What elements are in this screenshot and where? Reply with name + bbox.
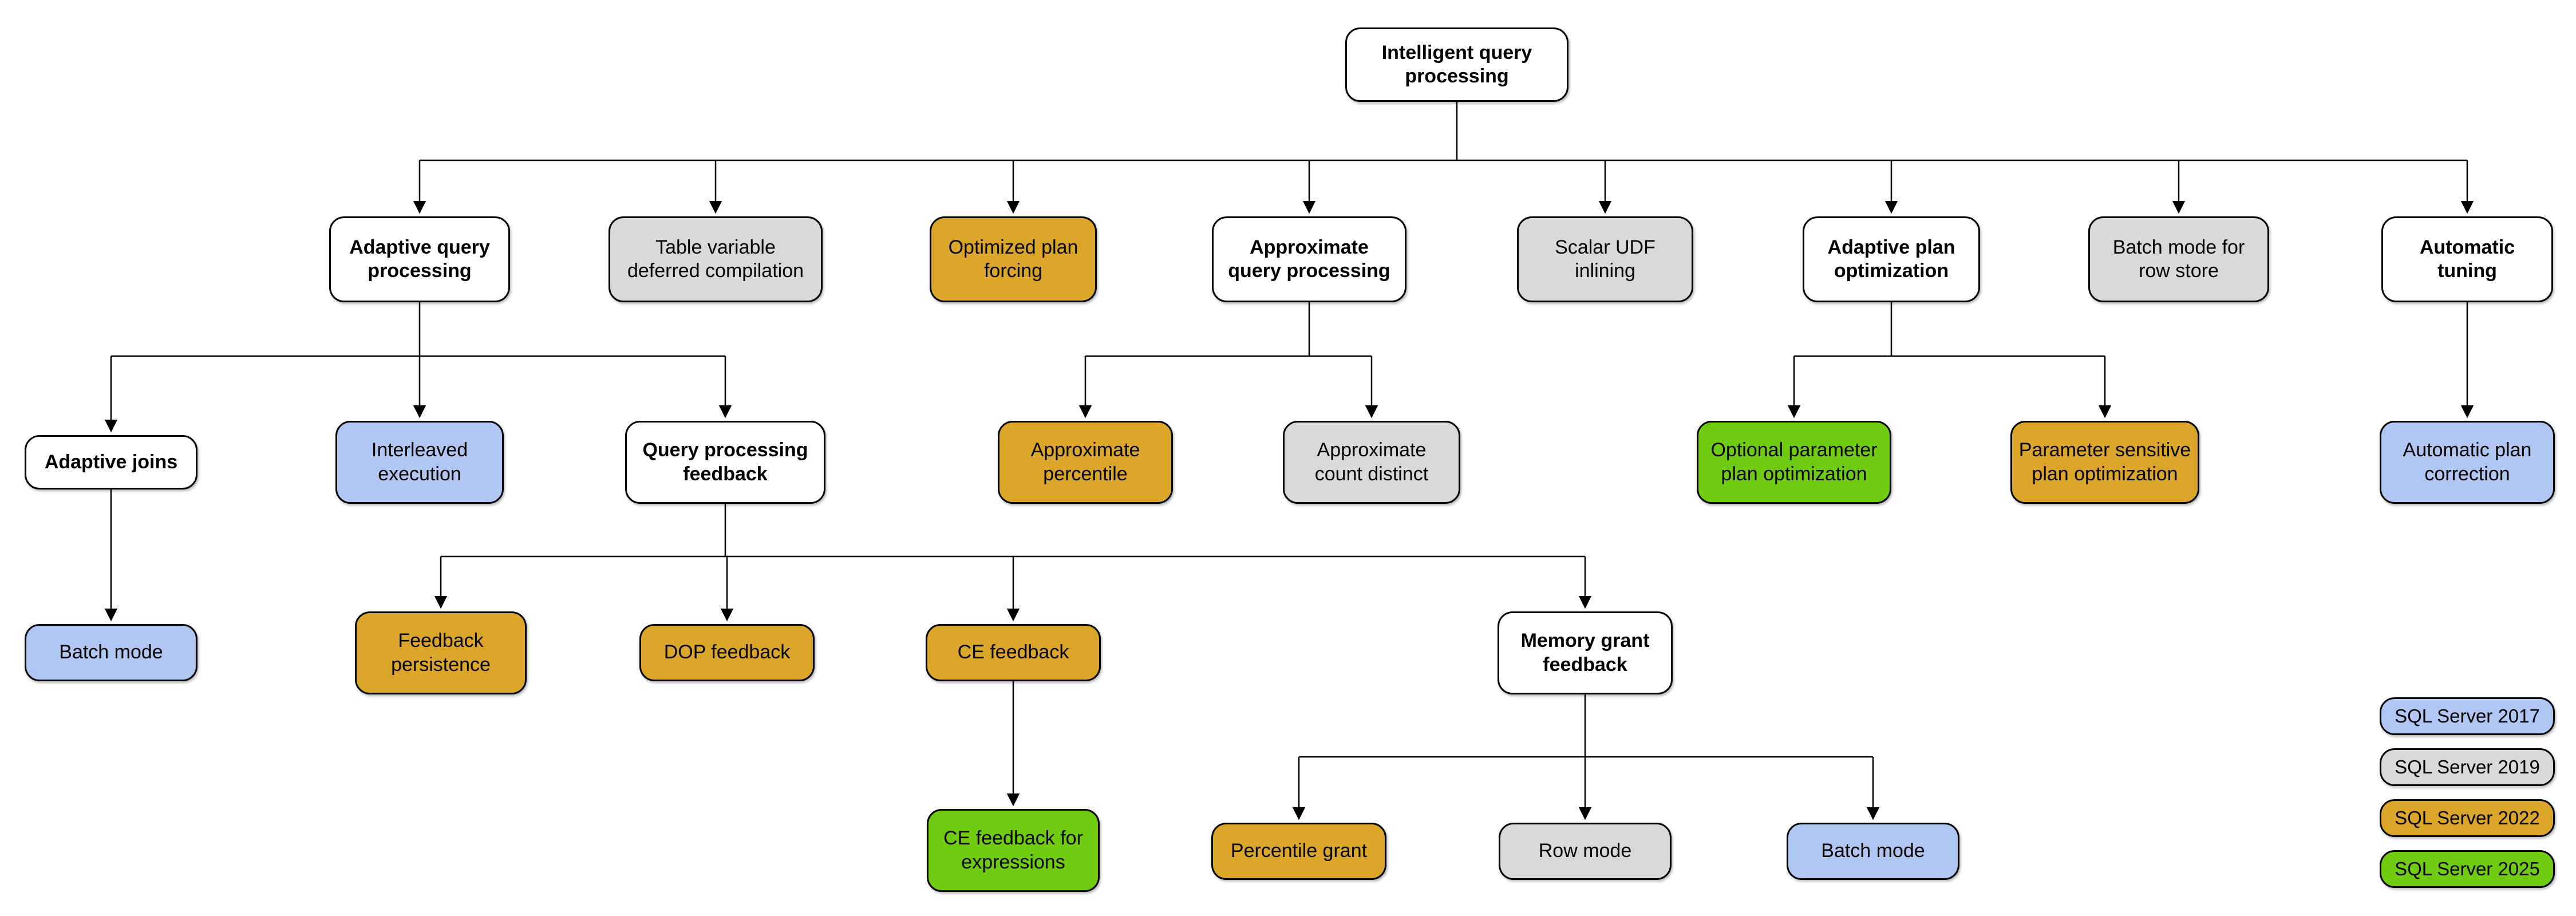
node-adaptive-joins: Adaptive joins bbox=[25, 435, 197, 489]
node-dop-feedback: DOP feedback bbox=[639, 624, 815, 681]
node-batch-mode-for-row-store: Batch mode for row store bbox=[2088, 216, 2269, 302]
node-optional-parameter-plan-optimization: Optional parameter plan optimization bbox=[1697, 421, 1891, 504]
node-ce-feedback-for-expressions: CE feedback for expressions bbox=[927, 809, 1100, 892]
node-memory-grant-feedback: Memory grant feedback bbox=[1498, 611, 1673, 694]
node-automatic-tuning: Automatic tuning bbox=[2381, 216, 2553, 302]
node-approximate-percentile: Approximate percentile bbox=[998, 421, 1173, 504]
node-scalar-udf-inlining: Scalar UDF inlining bbox=[1517, 216, 1693, 302]
legend-sql-server-2022: SQL Server 2022 bbox=[2380, 799, 2555, 837]
node-batch-mode-adaptive-joins: Batch mode bbox=[25, 624, 197, 681]
node-optimized-plan-forcing: Optimized plan forcing bbox=[930, 216, 1097, 302]
node-feedback-persistence: Feedback persistence bbox=[355, 611, 527, 694]
node-approximate-count-distinct: Approximate count distinct bbox=[1283, 421, 1460, 504]
node-percentile-grant: Percentile grant bbox=[1211, 823, 1386, 880]
node-adaptive-plan-optimization: Adaptive plan optimization bbox=[1803, 216, 1980, 302]
legend-sql-server-2017: SQL Server 2017 bbox=[2380, 697, 2555, 735]
node-table-variable-deferred-compilation: Table variable deferred compilation bbox=[609, 216, 823, 302]
node-batch-mode-memory-grant: Batch mode bbox=[1787, 823, 1959, 880]
node-approximate-query-processing: Approximate query processing bbox=[1212, 216, 1406, 302]
node-query-processing-feedback: Query processing feedback bbox=[625, 421, 825, 504]
node-row-mode: Row mode bbox=[1499, 823, 1672, 880]
node-interleaved-execution: Interleaved execution bbox=[335, 421, 504, 504]
node-ce-feedback: CE feedback bbox=[926, 624, 1101, 681]
node-intelligent-query-processing: Intelligent query processing bbox=[1345, 27, 1568, 102]
legend-sql-server-2019: SQL Server 2019 bbox=[2380, 748, 2555, 786]
legend-sql-server-2025: SQL Server 2025 bbox=[2380, 850, 2555, 888]
node-automatic-plan-correction: Automatic plan correction bbox=[2380, 421, 2555, 504]
node-adaptive-query-processing: Adaptive query processing bbox=[329, 216, 510, 302]
node-parameter-sensitive-plan-optimization: Parameter sensitive plan optimization bbox=[2010, 421, 2199, 504]
